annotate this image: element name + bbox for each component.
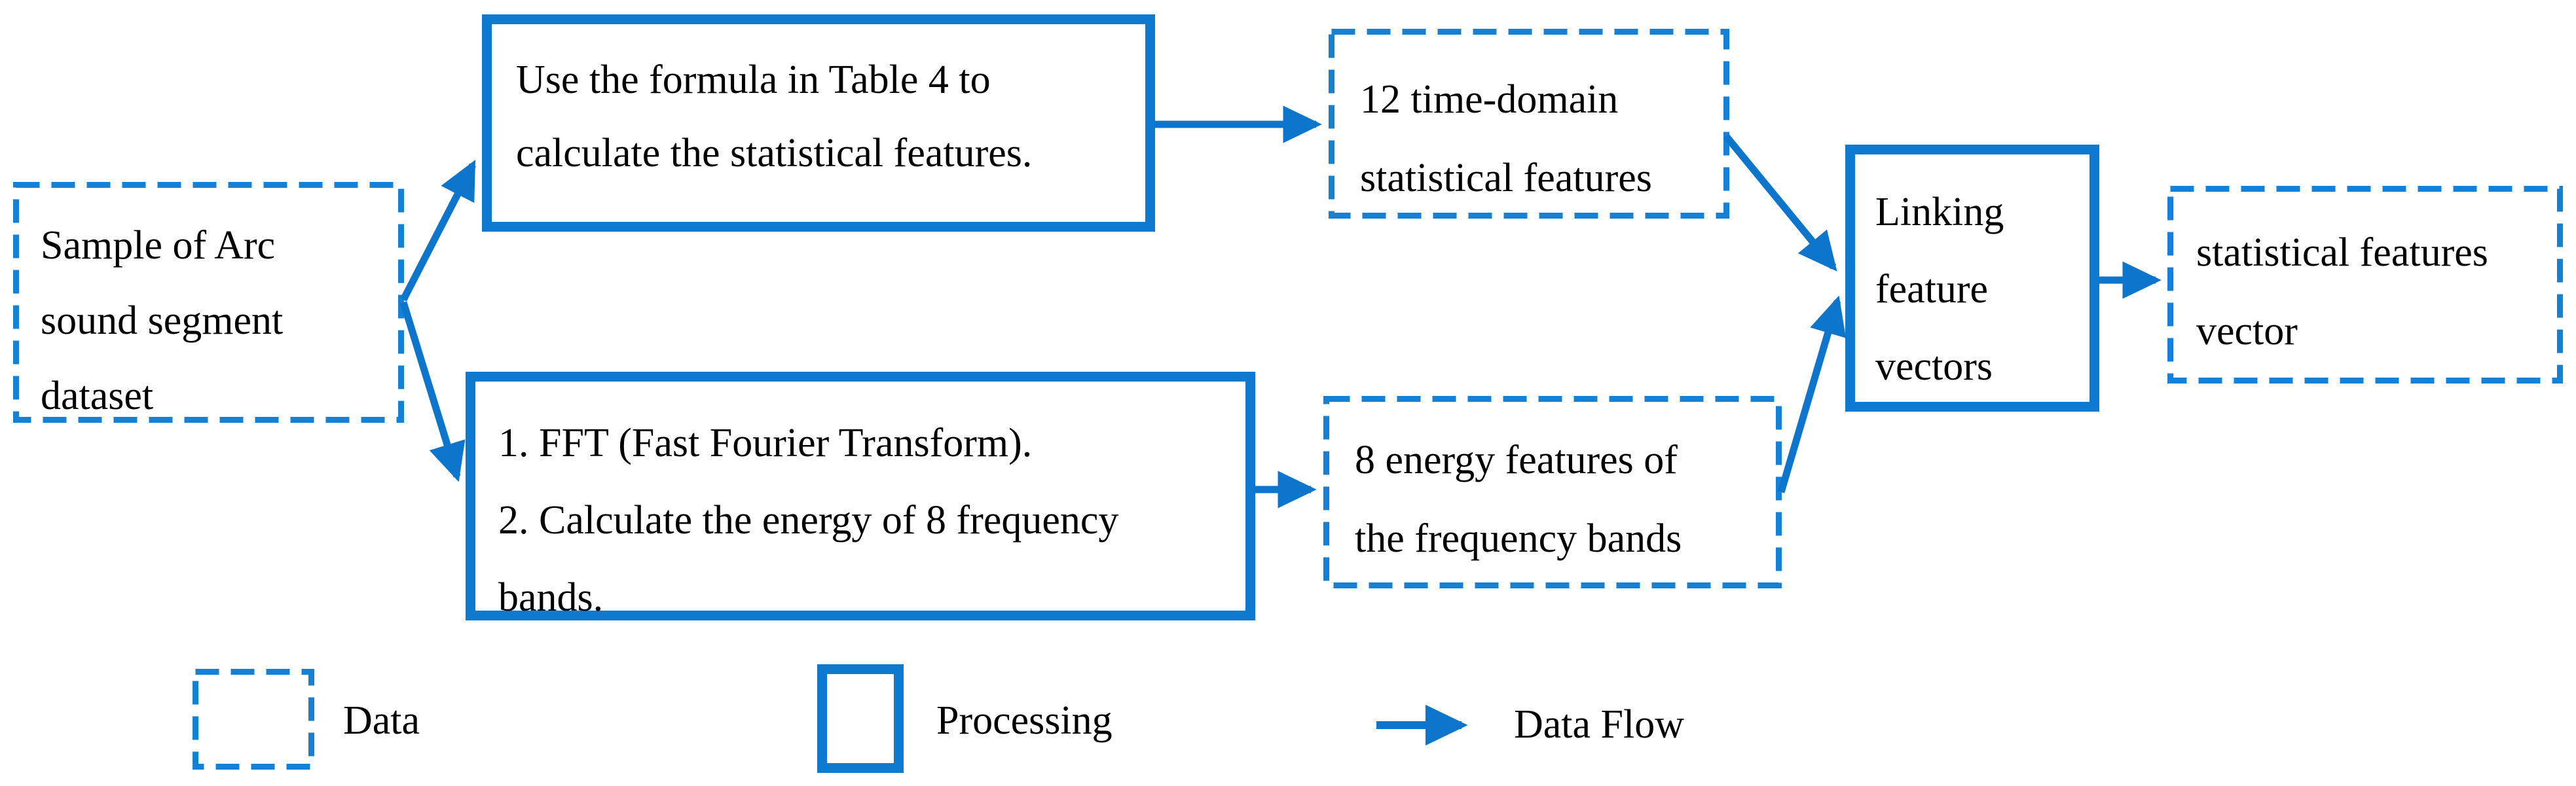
box-text-line: statistical features bbox=[1360, 156, 1652, 200]
legend-dataflow-label: Data Flow bbox=[1514, 702, 1685, 747]
box-text-line: 2. Calculate the energy of 8 frequency bbox=[498, 498, 1119, 543]
box-text-line: dataset bbox=[41, 374, 154, 418]
data-box-statistical-features-vector: statistical features vector bbox=[2167, 186, 2563, 384]
process-box-statistical-formula-outline bbox=[482, 14, 1155, 232]
box-text-line: Linking bbox=[1875, 190, 2004, 234]
data-box-sample-outline bbox=[13, 182, 404, 423]
process-box-statistical-formula: Use the formula in Table 4 to calculate … bbox=[482, 14, 1155, 232]
data-box-output-vector-outline bbox=[2167, 186, 2563, 384]
legend-processing-swatch bbox=[817, 664, 904, 773]
box-text-line: the frequency bands bbox=[1355, 516, 1682, 561]
arrow-energyfeatures-to-linking bbox=[1777, 295, 1847, 493]
box-text-line: bands. bbox=[498, 575, 604, 620]
data-box-12-time-domain-features: 12 time-domain statistical features bbox=[1329, 29, 1729, 219]
legend-data-label: Data bbox=[343, 698, 420, 743]
process-box-fft-energy-outline bbox=[466, 372, 1255, 620]
data-box-8-energy-features: 8 energy features of the frequency bands bbox=[1323, 396, 1782, 588]
box-text-line: calculate the statistical features. bbox=[516, 131, 1033, 175]
box-text-line: sound segment bbox=[41, 298, 284, 343]
box-text-line: vector bbox=[2196, 309, 2298, 353]
box-text-line: vectors bbox=[1875, 344, 1993, 389]
arrow-timefeatures-to-linking bbox=[1723, 134, 1837, 272]
box-text-line: 12 time-domain bbox=[1360, 77, 1619, 122]
data-box-time-features-outline bbox=[1329, 29, 1729, 219]
process-box-linking-outline bbox=[1845, 145, 2099, 412]
box-text-line: Use the formula in Table 4 to bbox=[516, 58, 991, 102]
data-box-sample-of-arc-dataset: Sample of Arc sound segment dataset bbox=[13, 182, 404, 423]
arrow-sample-to-fft bbox=[399, 301, 466, 482]
process-box-linking-vectors: Linking feature vectors bbox=[1845, 145, 2099, 412]
legend-data-swatch bbox=[193, 669, 314, 770]
legend-processing-label: Processing bbox=[936, 698, 1113, 743]
box-text-line: feature bbox=[1875, 267, 1989, 312]
data-box-energy-features-outline bbox=[1323, 396, 1782, 588]
box-text-line: Sample of Arc bbox=[41, 223, 276, 268]
process-box-fft-energy: 1. FFT (Fast Fourier Transform). 2. Calc… bbox=[466, 372, 1255, 620]
box-text-line: 1. FFT (Fast Fourier Transform). bbox=[498, 421, 1033, 465]
box-text-line: 8 energy features of bbox=[1355, 438, 1678, 482]
arrow-sample-to-formula bbox=[400, 160, 476, 302]
box-text-line: statistical features bbox=[2196, 230, 2488, 275]
